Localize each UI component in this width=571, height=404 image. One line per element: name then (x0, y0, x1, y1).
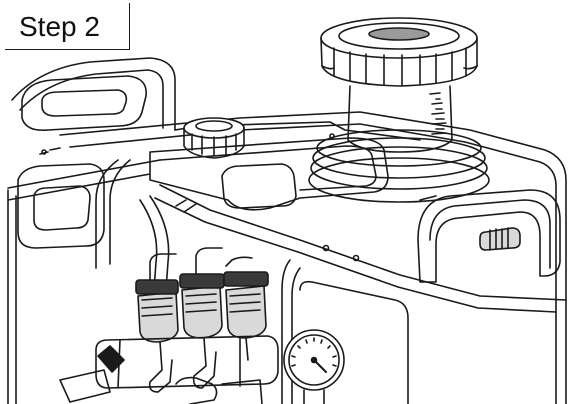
tank-body (7, 57, 567, 404)
valve-icon (59, 247, 279, 404)
filter-cap-icon (183, 117, 245, 159)
carry-handle-icon (417, 189, 561, 283)
step-label: Step 2 (5, 3, 130, 50)
surface-detail-lines (39, 133, 437, 262)
pressure-gauge-icon (283, 329, 345, 404)
lance-holder (95, 137, 389, 291)
fill-cap-icon (308, 17, 490, 203)
